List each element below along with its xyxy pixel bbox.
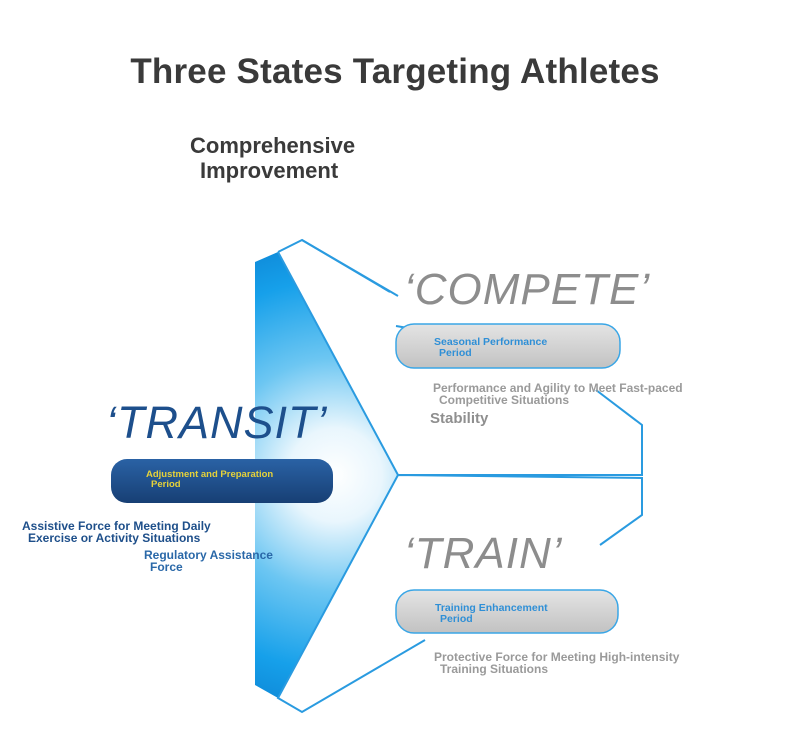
compete-desc-line2: Competitive Situations bbox=[439, 393, 570, 407]
compete-period-line2: Period bbox=[439, 347, 472, 359]
subtitle-line2: Improvement bbox=[200, 158, 339, 183]
transit-period-line1: Adjustment and Preparation bbox=[146, 469, 274, 480]
transit-period-label: Adjustment and Preparation Period bbox=[146, 470, 273, 490]
transit-period-line2: Period bbox=[151, 479, 181, 490]
state-transit-title: ‘TRANSIT’ bbox=[106, 397, 328, 448]
transit-desc2-line1: Regulatory Assistance bbox=[144, 548, 273, 562]
state-train-title: ‘TRAIN’ bbox=[404, 529, 563, 578]
compete-arm-inner bbox=[277, 251, 399, 476]
compete-desc-line1: Performance and Agility to Meet Fast-pac… bbox=[433, 381, 683, 395]
train-desc-protective: Protective Force for Meeting High-intens… bbox=[434, 651, 679, 675]
transit-desc-regulatory: Regulatory Assistance Force bbox=[144, 549, 273, 573]
train-desc-line1: Protective Force for Meeting High-intens… bbox=[434, 650, 680, 664]
train-period-label: Training Enhancement Period bbox=[435, 603, 548, 625]
train-period-line1: Training Enhancement bbox=[435, 602, 548, 614]
subtitle-line1: Comprehensive bbox=[190, 133, 356, 158]
train-arm-outline bbox=[276, 474, 643, 714]
transit-desc2-line2: Force bbox=[150, 560, 183, 574]
compete-desc-stability: Stability bbox=[430, 410, 489, 427]
page-title: Three States Targeting Athletes bbox=[130, 52, 660, 91]
transit-period-pill bbox=[111, 459, 333, 503]
transit-desc-assistive: Assistive Force for Meeting Daily Exerci… bbox=[22, 520, 211, 544]
compete-period-pill bbox=[395, 323, 621, 369]
transit-desc-line2: Exercise or Activity Situations bbox=[28, 531, 201, 545]
train-desc-line2: Training Situations bbox=[440, 662, 549, 676]
train-period-pill bbox=[395, 589, 619, 634]
transit-desc-line1: Assistive Force for Meeting Daily bbox=[22, 519, 211, 533]
compete-period-label: Seasonal Performance Period bbox=[434, 337, 547, 359]
compete-period-line1: Seasonal Performance bbox=[434, 336, 548, 348]
state-compete-title: ‘COMPETE’ bbox=[404, 265, 651, 314]
train-period-line2: Period bbox=[440, 613, 473, 625]
subtitle: Comprehensive Improvement bbox=[190, 133, 450, 183]
compete-desc-performance: Performance and Agility to Meet Fast-pac… bbox=[433, 382, 683, 406]
compete-arm-edge bbox=[301, 239, 399, 297]
